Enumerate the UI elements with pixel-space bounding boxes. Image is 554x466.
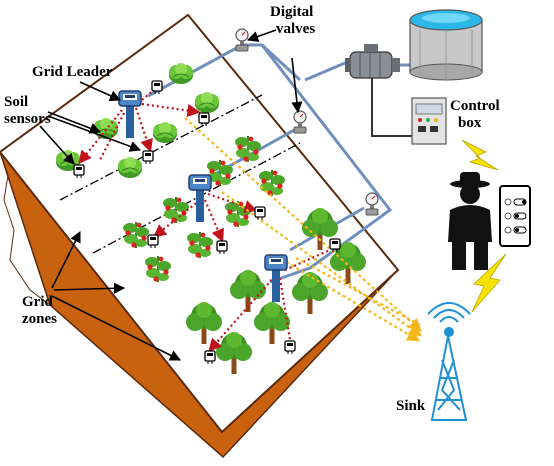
soil-sensors-label-line1: Soil — [4, 94, 29, 110]
smartphone-icon — [499, 185, 531, 247]
lettuce-icon — [117, 156, 143, 179]
soil-block — [0, 13, 400, 459]
control-box-label-line2: box — [458, 115, 482, 131]
lettuce-icon — [93, 117, 119, 140]
valve-icon — [365, 192, 379, 216]
soil-sensors-label: Soil sensors — [4, 94, 51, 128]
control-box-icon — [411, 97, 447, 145]
digital-valves-label-line1: Digital — [270, 4, 314, 20]
grid-zones-label: Grid zones — [22, 294, 57, 328]
water-tank-icon — [409, 9, 483, 81]
label-arrows — [39, 29, 303, 361]
grid-zones-label-line2: zones — [22, 311, 57, 327]
valve-icon — [293, 110, 307, 134]
soil-sensors-label-line2: sensors — [4, 111, 51, 127]
digital-valves-label: Digital valves — [270, 4, 315, 38]
valve-icon — [235, 28, 249, 52]
lettuce-icon — [168, 62, 194, 85]
sink-links — [184, 117, 423, 342]
grid-zones-label-line1: Grid — [22, 294, 53, 310]
lettuce-icon — [152, 121, 178, 144]
pump-icon — [345, 44, 400, 79]
control-box-label: Control box — [450, 98, 500, 132]
lettuce-icon — [194, 91, 220, 114]
sink-label: Sink — [396, 398, 426, 414]
lightning-icon — [461, 139, 507, 313]
farmer-icon — [448, 172, 492, 270]
digital-valves-label-line2: valves — [276, 21, 316, 37]
sink-tower-icon — [427, 302, 471, 421]
control-cable — [371, 78, 412, 137]
control-box-label-line1: Control — [450, 98, 500, 114]
grid-leader-label: Grid Leader — [32, 64, 113, 80]
